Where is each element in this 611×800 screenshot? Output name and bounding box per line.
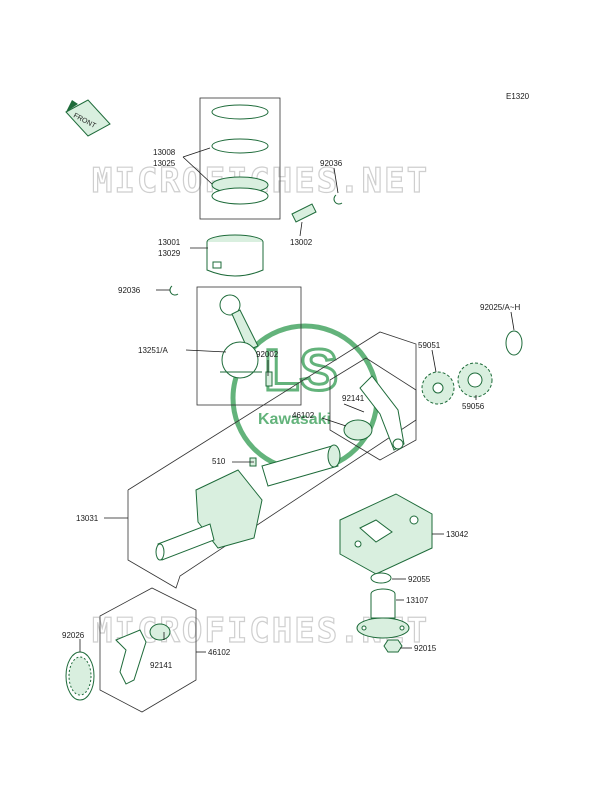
front-arrow-icon: FRONT (65, 99, 111, 137)
balancer-weight (339, 493, 433, 575)
label-46102-lower: 46102 (208, 648, 231, 657)
circlip-lower (169, 285, 179, 296)
lower-bearing-box (99, 587, 197, 713)
label-13029: 13029 (158, 249, 181, 258)
piston-ring-box (199, 97, 281, 220)
ball-bearing (65, 651, 95, 701)
crankshaft (155, 444, 341, 561)
label-92036-upper: 92036 (320, 159, 343, 168)
nut-92015 (383, 639, 403, 653)
label-92036-lower: 92036 (118, 286, 141, 295)
lower-bearing (149, 623, 171, 641)
label-92055: 92055 (408, 575, 431, 584)
label-13025: 13025 (153, 159, 176, 168)
piston-ring-oil-inner (211, 187, 269, 205)
conrod-box (196, 286, 302, 406)
label-13008: 13008 (153, 148, 176, 157)
label-92141-lower: 92141 (150, 661, 173, 670)
crankshaft-box (127, 331, 417, 589)
label-92026: 92026 (62, 631, 85, 640)
shim-washer (505, 330, 523, 356)
label-13031: 13031 (76, 514, 99, 523)
piston (206, 234, 264, 277)
label-92002: 92002 (256, 350, 279, 359)
rod-cap (359, 375, 405, 451)
label-13251: 13251/A (138, 346, 168, 355)
gear-59051 (421, 371, 455, 405)
label-13042: 13042 (446, 530, 469, 539)
label-92015: 92015 (414, 644, 437, 653)
piston-ring-1 (211, 104, 269, 120)
label-13001: 13001 (158, 238, 181, 247)
big-end-bearing (343, 419, 373, 441)
gear-59056 (457, 362, 493, 398)
washer-92055 (370, 572, 392, 584)
lower-rod-cap (115, 629, 147, 685)
piston-pin (291, 203, 317, 223)
bearing-box (329, 357, 417, 461)
label-59056: 59056 (462, 402, 485, 411)
label-59051: 59051 (418, 341, 441, 350)
balancer-shaft (356, 588, 410, 639)
label-13107: 13107 (406, 596, 429, 605)
connecting-rod (219, 294, 273, 387)
label-92141-upper: 92141 (342, 394, 365, 403)
label-92025: 92025/A~H (480, 303, 520, 312)
piston-ring-2 (211, 138, 269, 154)
label-510: 510 (212, 457, 226, 466)
circlip-upper (333, 194, 343, 205)
diagram-code: E1320 (506, 92, 530, 101)
label-13002: 13002 (290, 238, 313, 247)
logo-text: Kawasaki (258, 411, 331, 428)
label-46102-upper: 46102 (292, 411, 315, 420)
